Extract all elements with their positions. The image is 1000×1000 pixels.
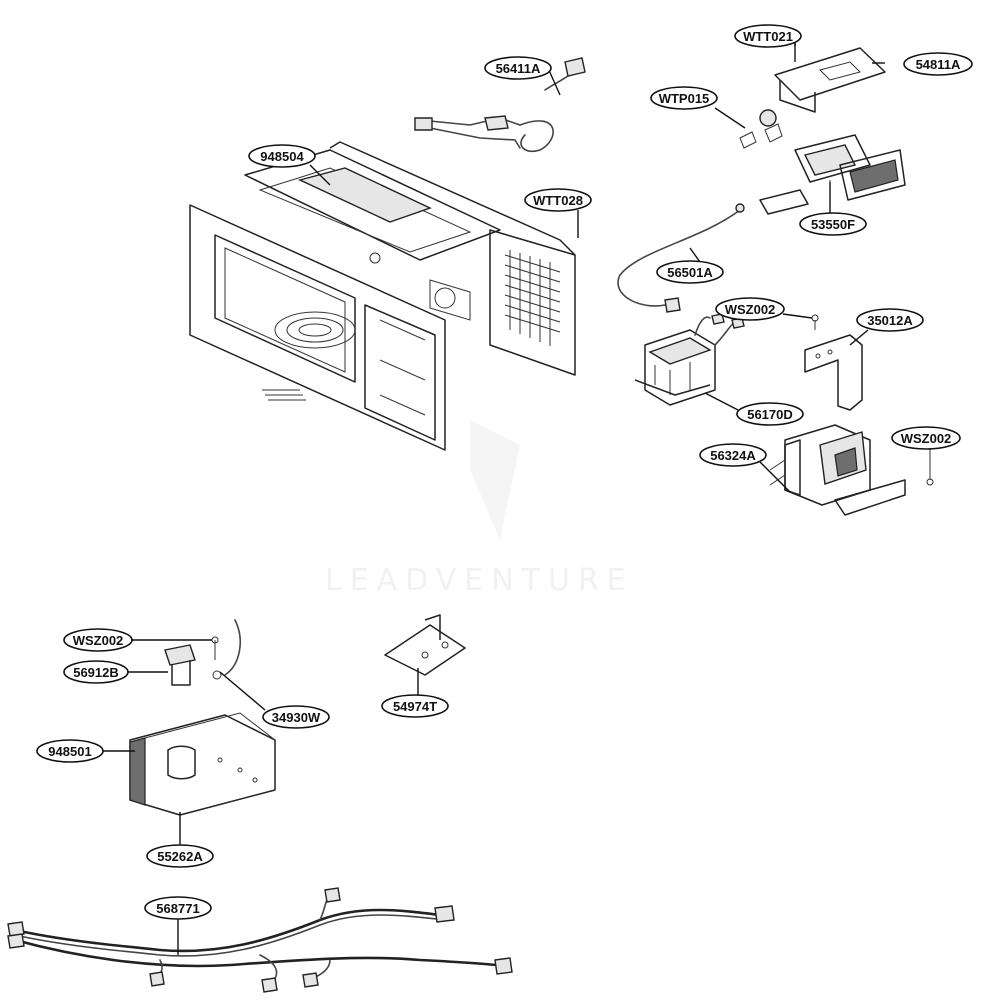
callout-56324A-label: 56324A (710, 448, 756, 463)
callout-54811A-label: 54811A (916, 57, 961, 72)
transformer-56170D-drawing (634, 313, 745, 406)
callout-56170D-label: 56170D (747, 407, 793, 422)
callout-54974T-label: 54974T (393, 699, 437, 714)
bracket-54974T-drawing (384, 614, 466, 676)
wire-56411A-drawing (414, 57, 586, 153)
callout-53550F-label: 53550F (811, 217, 855, 232)
callout-WTP015-label: WTP015 (659, 91, 710, 106)
callout-WTT021-label: WTT021 (743, 29, 793, 44)
callout-34930W: 34930W (219, 671, 330, 729)
callout-WTP015: WTP015 (650, 86, 746, 129)
callout-56912B: 56912B (63, 660, 168, 684)
callout-56170D: 56170D (704, 392, 804, 426)
watermark-text: LEADVENTURE (325, 563, 634, 598)
callout-568771-label: 568771 (156, 901, 199, 916)
callout-55262A-label: 55262A (157, 849, 203, 864)
callout-WTT028-label: WTT028 (533, 193, 583, 208)
callout-948501: 948501 (36, 739, 135, 763)
callout-948504: 948504 (248, 144, 331, 186)
callout-948501-label: 948501 (48, 744, 91, 759)
callout-56411A-label: 56411A (496, 61, 541, 76)
callout-54974T: 54974T (381, 668, 449, 718)
wire-harness-568771-drawing (7, 887, 513, 993)
callout-54811A: 54811A (872, 52, 973, 76)
cavity-assembly-drawing (189, 141, 576, 451)
callout-WSZ002-capacitor: WSZ002 (63, 628, 212, 652)
callout-WSZ002-capacitor-label: WSZ002 (73, 633, 124, 648)
switch-assembly-53550F-drawing (759, 134, 906, 222)
callout-56501A-label: 56501A (667, 265, 713, 280)
callout-56501A: 56501A (656, 247, 724, 284)
callout-WTT021: WTT021 (734, 24, 802, 48)
callout-34930W-label: 34930W (272, 710, 321, 725)
callout-568771: 568771 (144, 896, 212, 955)
callout-WTT028: WTT028 (524, 188, 592, 238)
callout-35012A-label: 35012A (867, 313, 913, 328)
wire-56501A-drawing (617, 203, 745, 313)
callout-WSZ002-transformer-label: WSZ002 (725, 302, 776, 317)
callout-53550F: 53550F (799, 182, 867, 236)
bracket-35012A-drawing (804, 314, 863, 411)
callout-948504-label: 948504 (260, 149, 304, 164)
magnetron-56324A-drawing (769, 424, 934, 516)
callout-WSZ002-magnetron-label: WSZ002 (901, 431, 952, 446)
bracket-54811A-drawing (739, 30, 886, 149)
capacitor-bracket-assembly-drawing (129, 619, 276, 816)
callout-56411A: 56411A (484, 56, 561, 96)
callout-56324A: 56324A (699, 443, 791, 493)
callout-WSZ002-transformer: WSZ002 (715, 297, 813, 321)
callout-WSZ002-magnetron: WSZ002 (891, 426, 961, 450)
callouts: 56411A 948504 WTT028 WTT021 54811A WTP01… (36, 24, 973, 955)
watermark: LEADVENTURE (325, 420, 634, 598)
callout-56912B-label: 56912B (73, 665, 119, 680)
callout-35012A: 35012A (849, 308, 924, 346)
callout-55262A: 55262A (146, 812, 214, 868)
